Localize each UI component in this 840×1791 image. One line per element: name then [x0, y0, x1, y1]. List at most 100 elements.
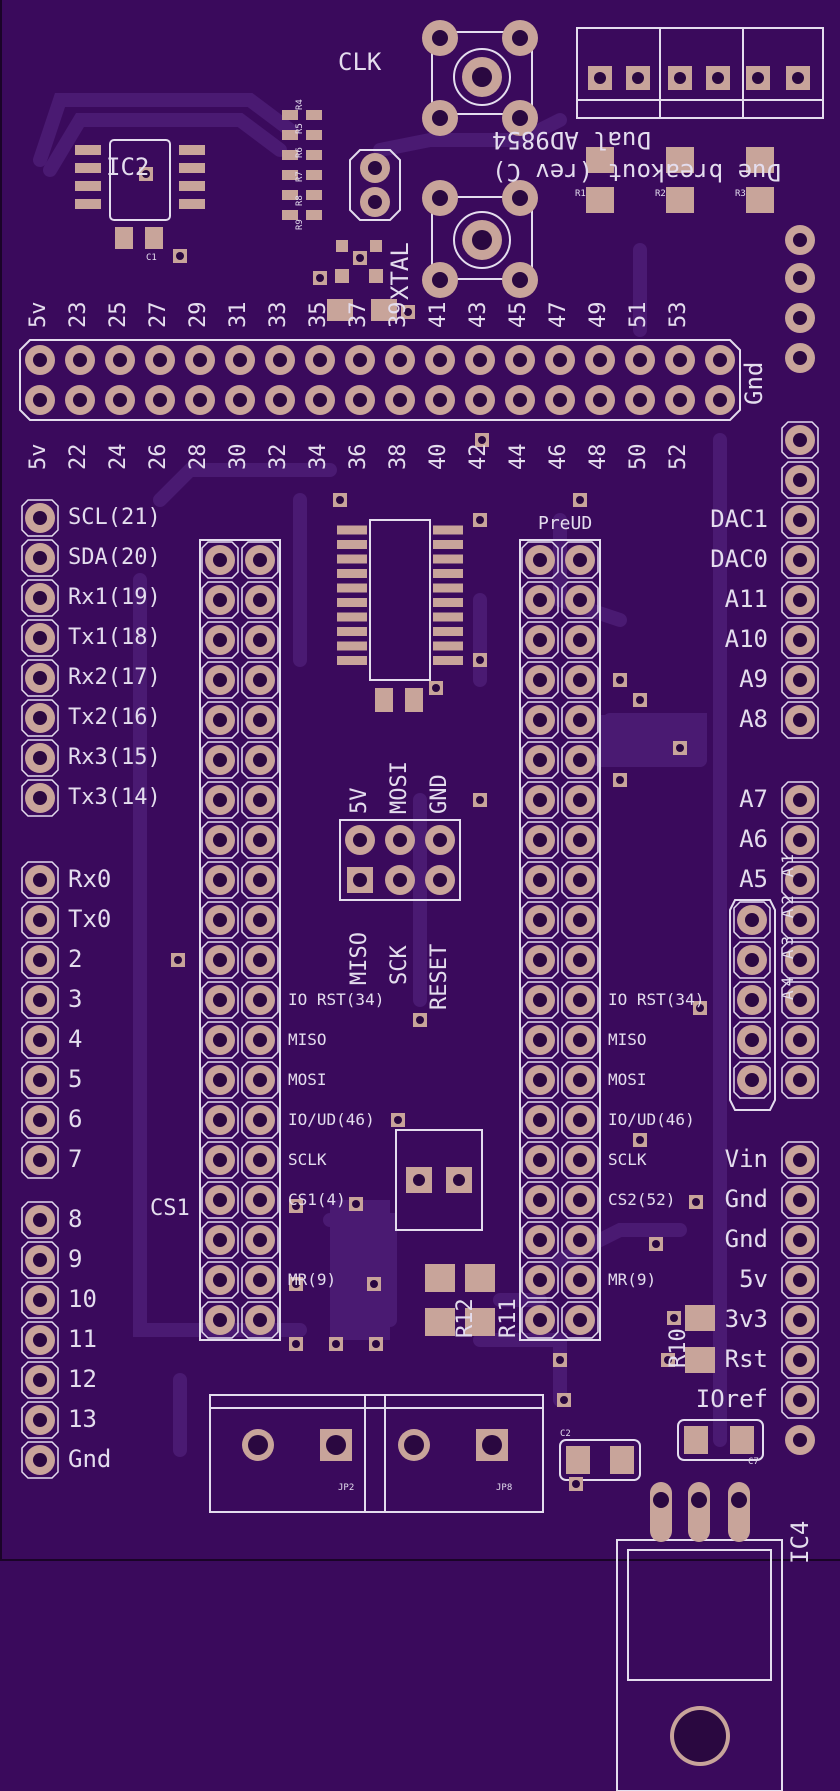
drill-hole [573, 673, 587, 687]
drill-hole [793, 1393, 807, 1407]
drill-hole [33, 393, 47, 407]
board-title-line-2: Due breakout (rev C) [492, 158, 781, 186]
drill-hole [533, 993, 547, 1007]
pin-outline [561, 701, 599, 739]
header-top-number: 25 [106, 301, 131, 329]
drill-hole [633, 393, 647, 407]
drill-hole [573, 793, 587, 807]
drill-hole [573, 1313, 587, 1327]
header-top-number: 51 [626, 301, 651, 329]
drill-hole [533, 633, 547, 647]
drill-hole [73, 393, 87, 407]
drill-hole [273, 353, 287, 367]
drill-hole [213, 1273, 227, 1287]
drill-hole [793, 713, 807, 727]
drill-hole [472, 67, 492, 87]
drill-hole [573, 833, 587, 847]
drill-hole [33, 551, 47, 565]
drill-hole [393, 393, 407, 407]
pin-outline [201, 1021, 239, 1059]
header-bottom-number: 32 [266, 443, 291, 471]
drill-hole [33, 671, 47, 685]
drill-hole [33, 751, 47, 765]
header-top-number: 45 [506, 301, 531, 329]
pin-outline [561, 541, 599, 579]
left-comm-label: SDA(20) [68, 545, 161, 570]
pin-outline [781, 1141, 819, 1179]
smd-pad [369, 269, 383, 283]
smd-pad [370, 240, 382, 252]
xtal-outline [349, 149, 401, 221]
pin-outline [201, 861, 239, 899]
drill-hole [793, 993, 807, 1007]
drill-hole [253, 673, 267, 687]
drill-hole [153, 393, 167, 407]
pin-outline [21, 1021, 59, 1059]
right-power-label: 5v [739, 1265, 768, 1293]
pin-outline [521, 741, 559, 779]
drill-hole [433, 873, 447, 887]
r-pad [746, 187, 774, 213]
pin-outline [21, 1361, 59, 1399]
header-top-number: 37 [346, 301, 371, 329]
pin-outline [201, 701, 239, 739]
pin-outline [781, 781, 819, 819]
drill-hole [432, 272, 448, 288]
drill-hole [673, 393, 687, 407]
ic2-pad [75, 181, 101, 191]
pin-outline [521, 981, 559, 1019]
pin-outline [521, 1021, 559, 1059]
drill-hole [793, 1193, 807, 1207]
clk-connector-outline [431, 31, 533, 115]
left-digital-label: 8 [68, 1205, 83, 1233]
ic2-pad [179, 145, 205, 155]
left-comm-label: Tx2(16) [68, 705, 161, 730]
drill-hole [33, 1373, 47, 1387]
c7-pad [730, 1426, 754, 1454]
drill-hole [213, 913, 227, 927]
ic-center-pad [337, 656, 367, 665]
socket-left-label: MR(9) [288, 1270, 337, 1289]
left-comm-label: Rx1(19) [68, 585, 161, 610]
pin-outline [21, 941, 59, 979]
left-digital-label: 5 [68, 1065, 83, 1093]
drill-hole [253, 593, 267, 607]
drill-hole [248, 1435, 268, 1455]
r9-label: R9 [295, 219, 305, 230]
header-bottom-number: 52 [666, 443, 691, 471]
pin-outline [781, 541, 819, 579]
pin-outline [241, 1141, 279, 1179]
drill-hole [572, 1480, 580, 1488]
ic2-label: IC2 [106, 153, 150, 181]
left-comm-label: Rx3(15) [68, 745, 161, 770]
ic-center-pad [433, 554, 463, 564]
drill-hole [253, 1073, 267, 1087]
pin-outline [733, 901, 771, 939]
xtal-label: XTAL [386, 242, 414, 300]
ic4-lead [650, 1482, 672, 1542]
drill-hole [433, 393, 447, 407]
drill-hole [793, 311, 807, 325]
left-comm-label: Tx1(18) [68, 625, 161, 650]
drill-hole [533, 833, 547, 847]
pin-outline [781, 701, 819, 739]
drill-hole [793, 873, 807, 887]
side-analog-outline [729, 899, 776, 1111]
drill-hole [793, 633, 807, 647]
pin-outline [561, 621, 599, 659]
drill-hole [512, 110, 528, 126]
right-analog-label: A11 [724, 585, 768, 613]
drill-hole [473, 353, 487, 367]
pin-outline [561, 981, 599, 1019]
right-power-label: Gnd [724, 1225, 768, 1253]
ic-center-cap [405, 688, 423, 712]
pin-outline [561, 741, 599, 779]
right-analog-label: A7 [739, 785, 768, 813]
drill-hole [33, 1073, 47, 1087]
pin-outline [21, 901, 59, 939]
drill-hole [573, 913, 587, 927]
pin-outline [781, 1021, 819, 1059]
drill-hole [213, 593, 227, 607]
left-digital-label: 3 [68, 985, 83, 1013]
pin-outline [241, 541, 279, 579]
